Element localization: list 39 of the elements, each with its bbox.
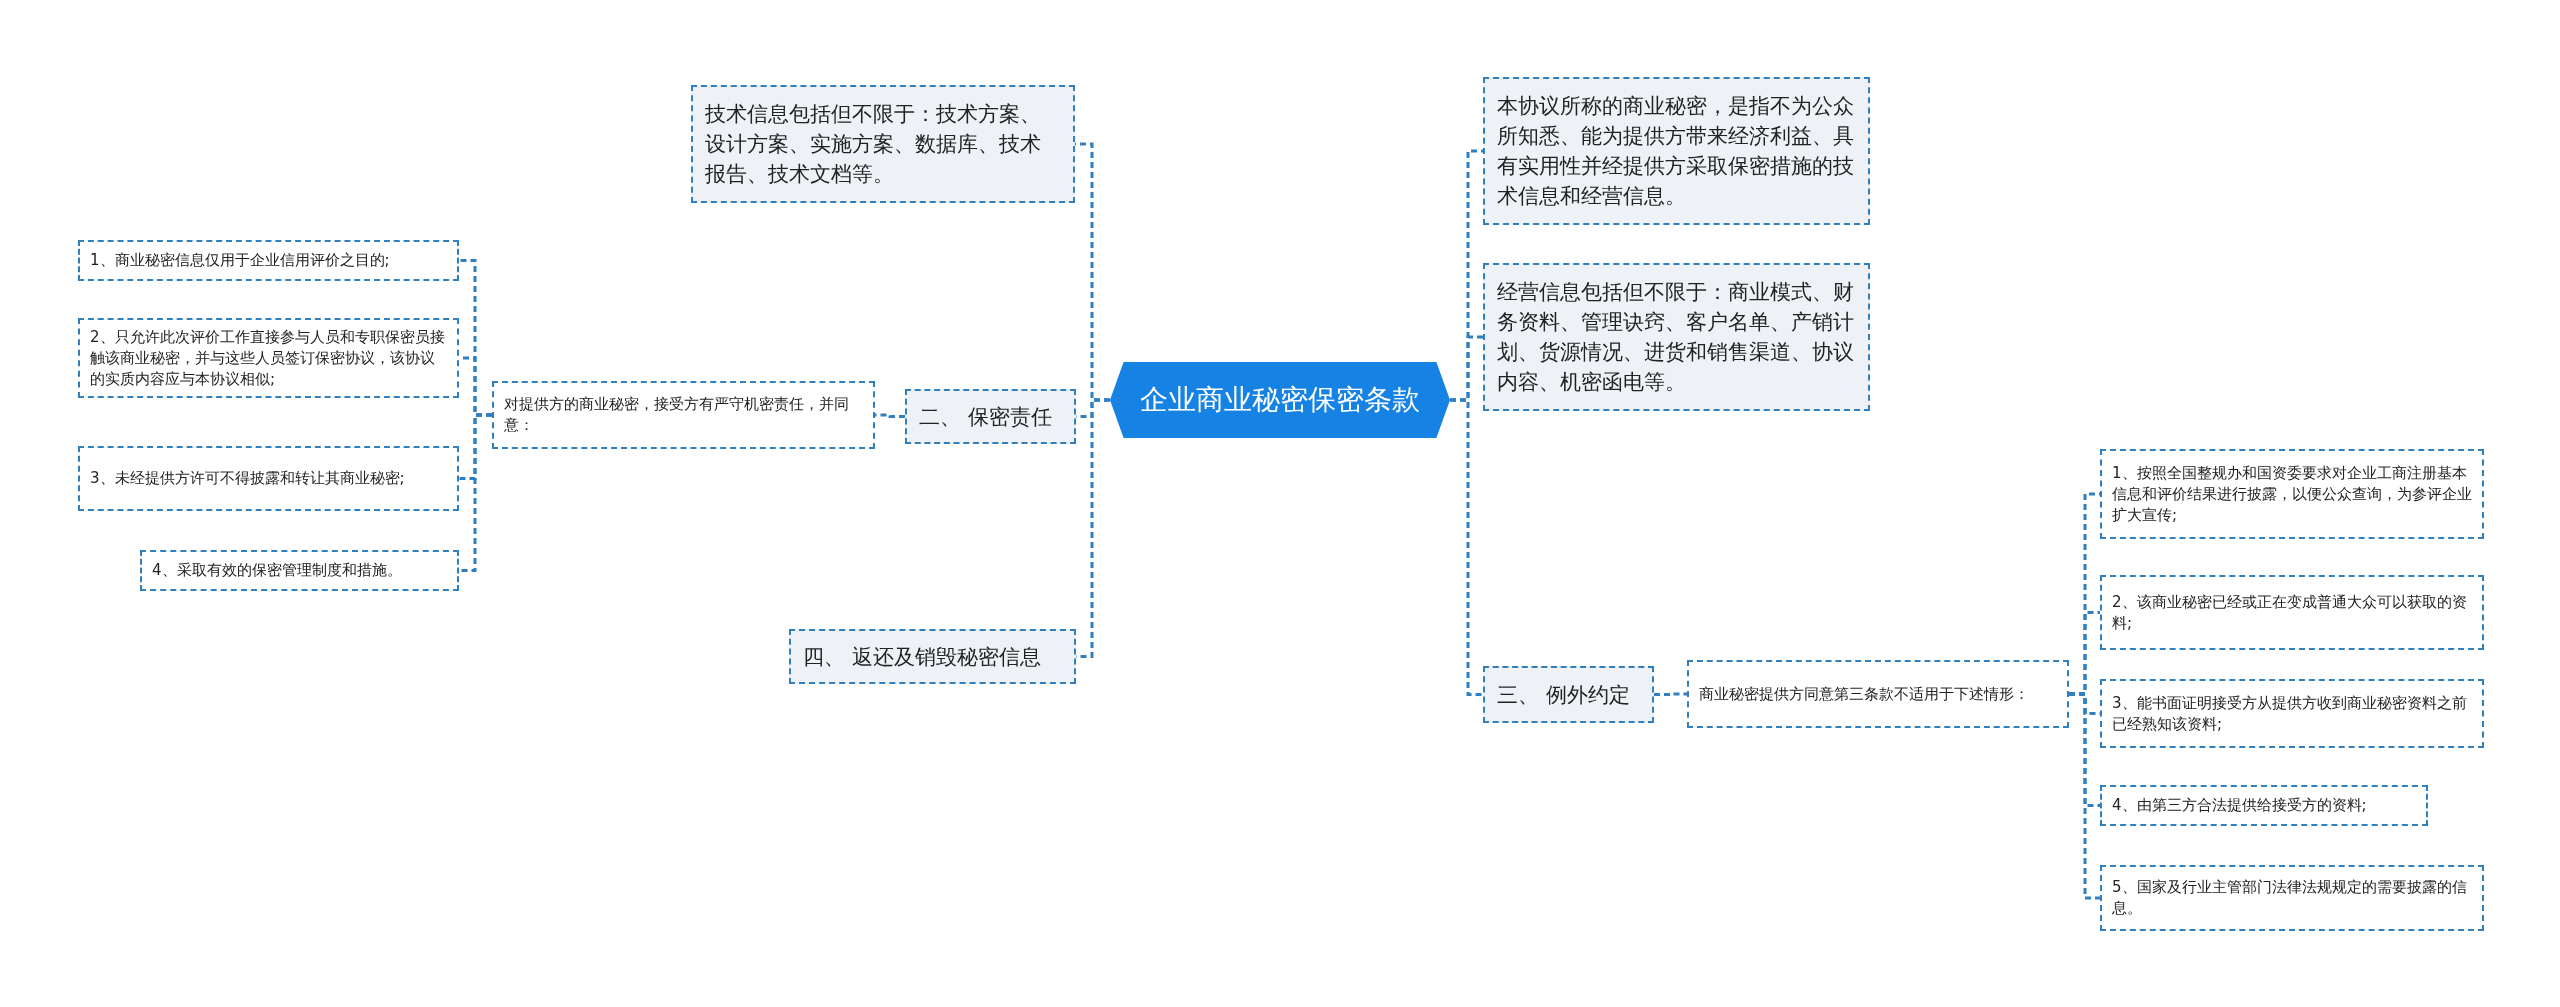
topic-box xyxy=(2100,449,2484,539)
topic-box xyxy=(78,318,459,398)
topic-box xyxy=(1483,666,1654,723)
topic-box xyxy=(78,446,459,511)
topic-box xyxy=(492,381,875,449)
connector-line xyxy=(1450,398,1483,696)
topic-text: 对提供方的商业秘密，接受方有严守机密责任，并同意： xyxy=(504,394,850,436)
topic-text: 2、该商业秘密已经或正在变成普通大众可以获取的资料; xyxy=(2112,591,2468,634)
topic-box xyxy=(1483,77,1870,225)
topic-box xyxy=(2100,785,2428,826)
topic-box xyxy=(2100,679,2484,748)
topic-text: 1、商业秘密信息仅用于企业信用评价之目的; xyxy=(90,250,390,271)
topic-text: 4、采取有效的保密管理制度和措施。 xyxy=(152,560,402,581)
topic-text: 商业秘密提供方同意第三条款不适用于下述情形： xyxy=(1699,683,2029,705)
connector-line xyxy=(459,413,492,572)
topic-text: 经营信息包括但不限于：商业模式、财务资料、管理诀窍、客户名单、产销计划、货源情况、进货和销售渠道、协议内容、机密函电等。 xyxy=(1497,279,1855,396)
topic-text: 3、能书面证明接受方从提供方收到商业秘密资料之前已经熟知该资料; xyxy=(2112,692,2468,735)
topic-box xyxy=(905,389,1076,444)
topic-box xyxy=(2100,865,2484,931)
connector-line xyxy=(1654,692,1687,696)
topic-text: 二、 保密责任 xyxy=(919,403,1052,431)
topic-text: 企业商业秘密保密条款 xyxy=(1140,382,1420,418)
topic-text: 4、由第三方合法提供给接受方的资料; xyxy=(2112,795,2367,816)
topic-text: 2、只允许此次评价工作直接参与人员和专职保密员接触该商业秘密，并与这些人员签订保密协议，该协议的实质内容应与本协议相似; xyxy=(90,326,446,390)
topic-text: 技术信息包括但不限于：技术方案、设计方案、实施方案、数据库、技术报告、技术文档等。 xyxy=(705,101,1042,188)
topic-text: 四、 返还及销毁秘密信息 xyxy=(803,643,1041,671)
connector-line xyxy=(2069,692,2100,900)
topic-box xyxy=(140,550,459,591)
topic-box xyxy=(2100,575,2484,650)
topic-box xyxy=(691,85,1075,203)
topic-text: 1、按照全国整规办和国资委要求对企业工商注册基本信息和评价结果进行披露，以便公众查询，为参评企业扩大宣传; xyxy=(2112,462,2472,526)
topic-text: 3、未经提供方许可不得披露和转让其商业秘密; xyxy=(90,468,405,489)
topic-box xyxy=(789,629,1076,684)
topic-box xyxy=(1687,660,2069,728)
topic-box xyxy=(78,240,459,281)
topic-box xyxy=(1483,263,1870,411)
topic-text: 三、 例外约定 xyxy=(1497,681,1630,709)
topic-text: 5、国家及行业主管部门法律法规规定的需要披露的信息。 xyxy=(2112,877,2468,919)
topic-text: 本协议所称的商业秘密，是指不为公众所知悉、能为提供方带来经济利益、具有实用性并经提供方采取保密措施的技术信息和经营信息。 xyxy=(1497,93,1855,210)
